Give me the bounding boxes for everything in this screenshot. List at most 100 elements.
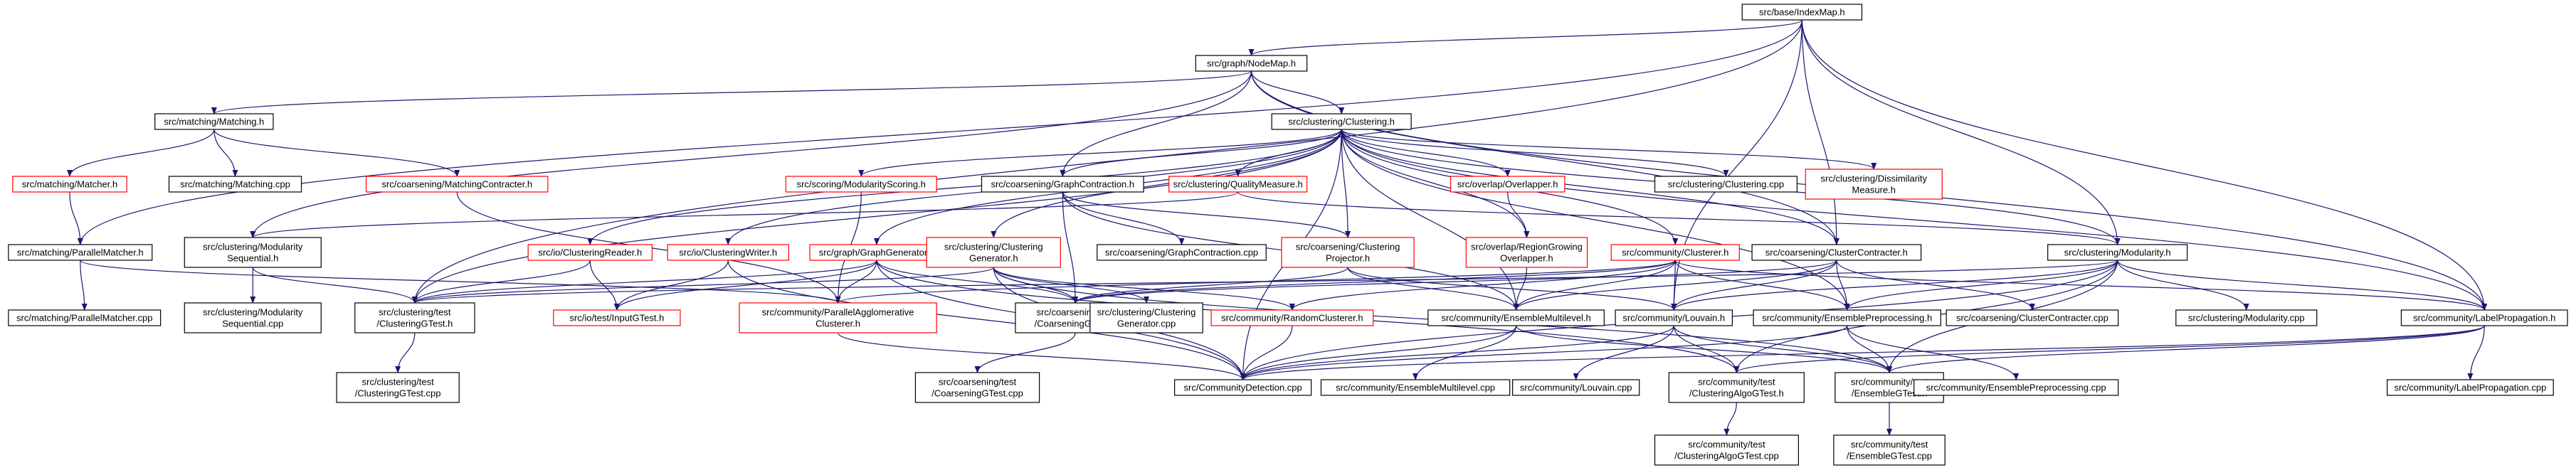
node-qualitymeasure[interactable]: src/clustering/QualityMeasure.h	[1168, 176, 1308, 193]
node-box	[926, 237, 1061, 268]
edge	[587, 129, 1342, 245]
edge	[2117, 260, 2488, 311]
node-label: src/matching/ParallelMatcher.cpp	[16, 313, 152, 324]
node-graphgenerator[interactable]: src/graph/GraphGenerator.h	[809, 244, 944, 261]
node-clusteringgtest[interactable]: src/clustering/test/ClusteringGTest.h	[354, 302, 475, 333]
edge-indexmap-to-modularity	[1801, 19, 2121, 245]
node-clustering_cpp[interactable]: src/clustering/Clustering.cpp	[1654, 176, 1798, 193]
node-label: src/matching/ParallelMatcher.h	[17, 247, 144, 258]
node-label: src/scoring/ModularityScoring.h	[797, 179, 926, 190]
edge-matcher-to-parallelmatcher	[69, 191, 83, 245]
node-label: src/io/test/InputGTest.h	[569, 313, 664, 324]
node-clusteringreader[interactable]: src/io/ClusteringReader.h	[527, 244, 653, 261]
node-matching_cpp[interactable]: src/matching/Matching.cpp	[168, 176, 302, 193]
edge-parallelmatcher-to-parallelagglo	[80, 260, 841, 304]
node-graphcontraction[interactable]: src/coarsening/GraphContraction.h	[981, 176, 1144, 193]
edge-clustgen-to-clusteringgtest	[412, 267, 994, 304]
node-parallelmatcher[interactable]: src/matching/ParallelMatcher.h	[8, 244, 153, 261]
edge-modularity-to-labelprop	[2117, 260, 2488, 311]
edge	[1240, 325, 1674, 380]
node-clusteringalgogtest[interactable]: src/community/test/ClusteringAlgoGTest.h	[1668, 372, 1805, 403]
node-clusteringwriter[interactable]: src/io/ClusteringWriter.h	[667, 244, 789, 261]
node-label: src/CommunityDetection.cpp	[1184, 383, 1302, 393]
node-labelprop[interactable]: src/community/LabelPropagation.h	[2400, 309, 2568, 326]
node-louvain_cpp[interactable]: src/community/Louvain.cpp	[1512, 379, 1640, 396]
node-box	[336, 372, 460, 403]
node-box	[184, 302, 322, 333]
node-ensemblemultilevel_cpp[interactable]: src/community/EnsembleMultilevel.cpp	[1320, 379, 1511, 396]
node-label: /CoarseningGTest.cpp	[931, 388, 1023, 399]
node-nodemap[interactable]: src/graph/NodeMap.h	[1195, 55, 1308, 72]
edge-nodemap-to-matching	[211, 70, 1252, 114]
node-communityclusterer[interactable]: src/community/Clusterer.h	[1610, 244, 1740, 261]
node-labelprop_cpp[interactable]: src/community/LabelPropagation.cpp	[2387, 379, 2554, 396]
edge	[1513, 260, 1676, 311]
edge	[974, 332, 1076, 373]
node-louvain[interactable]: src/community/Louvain.h	[1615, 309, 1733, 326]
node-indexmap[interactable]: src/base/IndexMap.h	[1741, 4, 1863, 21]
edge	[69, 191, 83, 245]
node-label: src/community/Louvain.cpp	[1520, 383, 1632, 393]
edge-graphgenerator-to-clusteringgtest	[412, 260, 877, 304]
edge-clustercontracter-to-louvain	[1671, 260, 1837, 311]
node-label: src/clustering/Modularity.cpp	[2188, 313, 2305, 324]
edge-clustering-to-clustercontracter	[1341, 129, 1839, 245]
node-parallelagglo[interactable]: src/community/ParallelAgglomerativeClust…	[739, 302, 937, 333]
node-label: /ClusteringGTest.h	[376, 319, 453, 329]
node-clustercontracter[interactable]: src/coarsening/ClusterContracter.h	[1751, 244, 1922, 261]
edge-modularity-to-clusteringgtest	[412, 260, 2118, 304]
edge-indexmap-to-parallelmatcher	[77, 19, 1802, 245]
edge-clustering-to-clusteringgtest	[411, 129, 1342, 304]
node-parallelmatcher_cpp[interactable]: src/matching/ParallelMatcher.cpp	[8, 309, 162, 326]
edge-clusteringreader-to-clusteringgtest	[411, 260, 591, 304]
edge	[1240, 325, 2485, 380]
node-label: src/overlap/RegionGrowing	[1471, 242, 1583, 252]
node-clusteringgtest_cpp[interactable]: src/clustering/test/ClusteringGTest.cpp	[336, 372, 460, 403]
edge	[412, 260, 2118, 304]
node-box	[553, 309, 681, 326]
node-label: src/clustering/Clustering	[1097, 307, 1196, 318]
node-matcher[interactable]: src/matching/Matcher.h	[12, 176, 127, 193]
edge-modularity-to-modularity_cpp	[2117, 260, 2249, 311]
edge	[1250, 70, 1345, 114]
edge-indexmap-to-clustercontracter	[1801, 19, 1839, 245]
edge	[1341, 129, 1351, 238]
edge-parallelagglo-to-communitydetection_cpp	[838, 332, 1246, 380]
edge-matching-to-matchingcontracter	[213, 129, 460, 177]
node-box	[1753, 309, 1941, 326]
edge-ensemblepreproc-to-communitydetection_cpp	[1240, 325, 1848, 380]
node-clusteringalgogtest_cpp[interactable]: src/community/test/ClusteringAlgoGTest.c…	[1654, 434, 1799, 466]
node-clustering[interactable]: src/clustering/Clustering.h	[1271, 113, 1412, 130]
node-ensemblemultilevel[interactable]: src/community/EnsembleMultilevel.h	[1427, 309, 1605, 326]
node-matchingcontracter[interactable]: src/coarsening/MatchingContracter.h	[365, 176, 549, 193]
node-box	[184, 237, 322, 268]
node-matching[interactable]: src/matching/Matching.h	[154, 113, 274, 130]
node-communitydetection_cpp[interactable]: src/CommunityDetection.cpp	[1174, 379, 1312, 396]
node-modscoring[interactable]: src/scoring/ModularityScoring.h	[785, 176, 937, 193]
node-ensemblepreproc[interactable]: src/community/EnsemblePreprocessing.h	[1753, 309, 1941, 326]
node-modularity[interactable]: src/clustering/Modularity.h	[2047, 244, 2188, 261]
node-overlapper[interactable]: src/overlap/Overlapper.h	[1450, 176, 1566, 193]
node-label: Sequential.h	[227, 253, 278, 264]
node-graphcontraction_cpp[interactable]: src/coarsening/GraphContraction.cpp	[1097, 244, 1267, 261]
node-clustercontracter_cpp[interactable]: src/coarsening/ClusterContracter.cpp	[1946, 309, 2119, 326]
edge	[411, 129, 1342, 304]
edge-clustercontracter-to-coarseninggtest	[1072, 260, 1837, 304]
edge	[412, 267, 994, 304]
edge	[1513, 260, 1837, 311]
node-coarseninggtest_cpp[interactable]: src/coarsening/test/CoarseningGTest.cpp	[914, 372, 1040, 403]
node-ensemblegtest_cpp[interactable]: src/community/test/EnsembleGTest.cpp	[1833, 434, 1946, 466]
node-inputgtest[interactable]: src/io/test/InputGTest.h	[553, 309, 681, 326]
node-label: src/coarsening/test	[939, 377, 1016, 388]
node-box	[1913, 379, 2119, 396]
node-ensemblepreproc_cpp[interactable]: src/community/EnsemblePreprocessing.cpp	[1913, 379, 2119, 396]
node-randomclusterer[interactable]: src/community/RandomClusterer.h	[1210, 309, 1374, 326]
node-modularity_cpp[interactable]: src/clustering/Modularity.cpp	[2175, 309, 2318, 326]
